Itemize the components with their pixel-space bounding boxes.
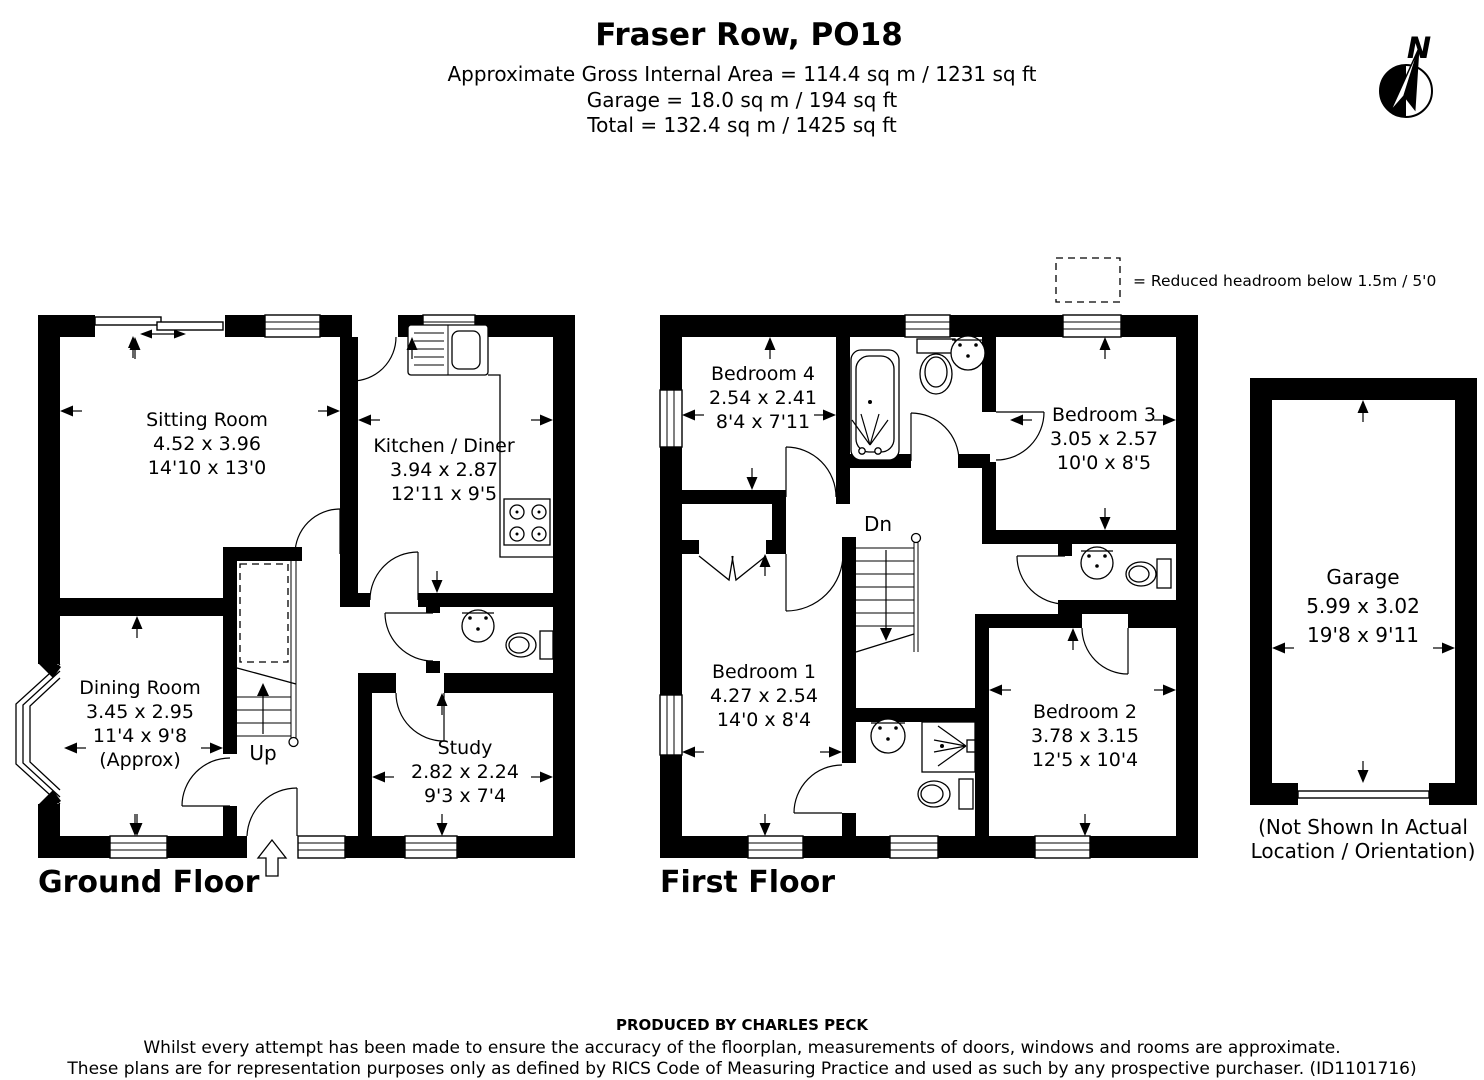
shower-icon <box>921 721 976 773</box>
kitchen-counter <box>488 374 553 558</box>
patio-slider-window <box>94 316 224 358</box>
sitting-room-imperial: 14'10 x 13'0 <box>148 457 266 479</box>
bedroom1-name: Bedroom 1 <box>712 661 816 683</box>
first-floor-walls <box>660 315 1198 858</box>
bedroom3-name: Bedroom 3 <box>1052 404 1156 426</box>
ensuite2-sink-icon <box>870 718 906 754</box>
wc-toilet-icon <box>505 630 554 660</box>
first-floor-windows <box>659 314 1122 859</box>
north-compass-icon: N <box>1379 31 1433 118</box>
stairs-up-label: Up <box>249 741 276 765</box>
ensuite1-toilet-icon <box>1125 558 1172 589</box>
area-line-1: Approximate Gross Internal Area = 114.4 … <box>447 62 1036 86</box>
wc-sink-icon <box>461 609 495 643</box>
garage-walls <box>1250 378 1477 805</box>
study-metric: 2.82 x 2.24 <box>411 761 519 783</box>
ground-floor-stairs <box>236 561 299 748</box>
ground-floor-doors <box>181 316 445 877</box>
kitchen-name: Kitchen / Diner <box>373 435 515 457</box>
bedroom1-imperial: 14'0 x 8'4 <box>717 709 811 731</box>
dining-room-note: (Approx) <box>99 749 181 771</box>
first-floor-title: First Floor <box>660 865 835 900</box>
first-floor-fixtures <box>850 335 1172 810</box>
dining-room-imperial: 11'4 x 9'8 <box>93 725 187 747</box>
stairs-down-label: Dn <box>864 512 892 536</box>
bedroom1-metric: 4.27 x 2.54 <box>710 685 818 707</box>
garage-note-line1: (Not Shown In Actual <box>1258 815 1468 839</box>
newel-post <box>288 736 299 748</box>
bedroom2-imperial: 12'5 x 10'4 <box>1032 749 1138 771</box>
footer-disclaimer-2: These plans are for representation purpo… <box>66 1059 1416 1079</box>
footer-produced-by: PRODUCED BY CHARLES PECK <box>616 1016 869 1034</box>
study-name: Study <box>438 737 493 759</box>
ground-floor-walls <box>38 315 575 858</box>
garage-note-line2: Location / Orientation) <box>1251 839 1476 863</box>
hob-icon <box>503 498 551 546</box>
ground-floor-title: Ground Floor <box>38 865 260 900</box>
garage-metric: 5.99 x 3.02 <box>1306 594 1420 618</box>
newel-post <box>910 532 922 544</box>
bedroom2-name: Bedroom 2 <box>1033 701 1137 723</box>
reduced-headroom-swatch <box>1055 257 1121 303</box>
bedroom4-name: Bedroom 4 <box>711 363 815 385</box>
bedroom2-metric: 3.78 x 3.15 <box>1031 725 1139 747</box>
kitchen-sink-icon <box>407 324 489 376</box>
bedroom4-imperial: 8'4 x 7'11 <box>716 411 810 433</box>
dining-room-metric: 3.45 x 2.95 <box>86 701 194 723</box>
first-floor-doors <box>698 411 1129 814</box>
entrance-arrow-icon <box>256 838 288 877</box>
ensuite1-sink-icon <box>1080 546 1114 580</box>
sitting-room-metric: 4.52 x 3.96 <box>153 433 261 455</box>
bedroom3-metric: 3.05 x 2.57 <box>1050 428 1158 450</box>
kitchen-metric: 3.94 x 2.87 <box>390 459 498 481</box>
sitting-room-name: Sitting Room <box>146 409 268 431</box>
bath-icon <box>850 349 900 461</box>
ground-floor-labels: Sitting Room 4.52 x 3.96 14'10 x 13'0 Ki… <box>38 409 519 900</box>
kitchen-imperial: 12'11 x 9'5 <box>391 483 497 505</box>
wardrobe-bifold-doors <box>698 555 767 582</box>
reduced-headroom-label: = Reduced headroom below 1.5m / 5'0 <box>1133 272 1436 290</box>
ground-floor-plan: Sitting Room 4.52 x 3.96 14'10 x 13'0 Ki… <box>15 314 575 900</box>
bathroom-toilet-icon <box>916 338 956 395</box>
footer: PRODUCED BY CHARLES PECK Whilst every at… <box>66 1016 1416 1079</box>
dining-room-name: Dining Room <box>79 677 200 699</box>
reduced-headroom-area <box>239 563 289 663</box>
garage-door <box>1297 790 1430 799</box>
first-floor-labels: Bedroom 4 2.54 x 2.41 8'4 x 7'11 Bedroom… <box>660 363 1158 900</box>
ensuite2-toilet-icon <box>917 778 974 810</box>
garage-dimension-arrows <box>1271 399 1456 784</box>
bathroom-sink-icon <box>950 335 986 371</box>
reduced-headroom-legend: = Reduced headroom below 1.5m / 5'0 <box>1055 257 1436 303</box>
page-title: Fraser Row, PO18 <box>595 17 903 53</box>
garage-name: Garage <box>1326 565 1399 589</box>
bedroom4-metric: 2.54 x 2.41 <box>709 387 817 409</box>
first-floor-plan: Bedroom 4 2.54 x 2.41 8'4 x 7'11 Bedroom… <box>659 314 1198 900</box>
garage-plan: Garage 5.99 x 3.02 19'8 x 9'11 (Not Show… <box>1250 378 1477 863</box>
ground-floor-windows <box>15 314 476 859</box>
bay-window <box>15 663 61 805</box>
footer-disclaimer-1: Whilst every attempt has been made to en… <box>143 1038 1340 1058</box>
ground-floor-fixtures <box>407 324 554 660</box>
garage-imperial: 19'8 x 9'11 <box>1307 623 1419 647</box>
garage-labels: Garage 5.99 x 3.02 19'8 x 9'11 (Not Show… <box>1251 565 1476 863</box>
area-line-3: Total = 132.4 sq m / 1425 sq ft <box>586 113 897 137</box>
study-imperial: 9'3 x 7'4 <box>424 785 506 807</box>
first-floor-stairs <box>855 532 922 653</box>
bedroom3-imperial: 10'0 x 8'5 <box>1057 452 1151 474</box>
area-line-2: Garage = 18.0 sq m / 194 sq ft <box>587 88 898 112</box>
header: Fraser Row, PO18 Approximate Gross Inter… <box>447 17 1036 137</box>
